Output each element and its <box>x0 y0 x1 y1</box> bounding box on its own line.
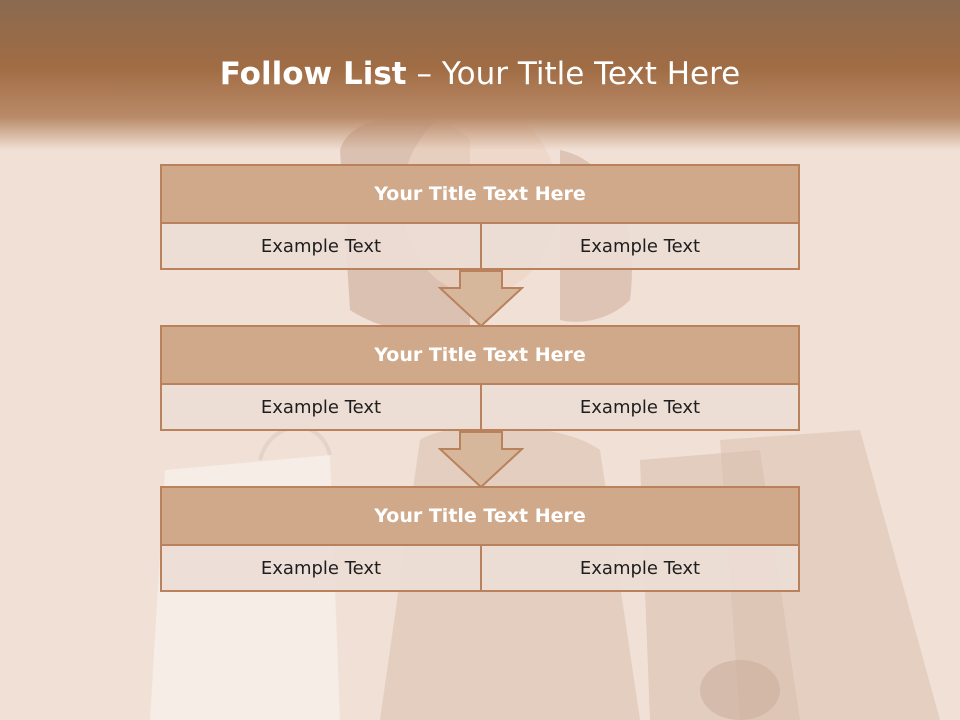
down-arrow-icon <box>438 431 524 489</box>
slide-title-bold: Follow List <box>219 56 407 92</box>
block-cell-right: Example Text <box>482 546 798 590</box>
slide-title-rest: – Your Title Text Here <box>416 56 741 92</box>
block-cell-left: Example Text <box>162 546 482 590</box>
block-cell-left: Example Text <box>162 385 482 429</box>
block-title: Your Title Text Here <box>162 488 798 546</box>
down-arrow-icon <box>438 270 524 328</box>
block-cell-left: Example Text <box>162 224 482 268</box>
list-block-3: Your Title Text Here Example Text Exampl… <box>160 486 800 592</box>
block-title: Your Title Text Here <box>162 166 798 224</box>
block-title: Your Title Text Here <box>162 327 798 385</box>
block-cell-right: Example Text <box>482 224 798 268</box>
list-block-2: Your Title Text Here Example Text Exampl… <box>160 325 800 431</box>
block-cell-right: Example Text <box>482 385 798 429</box>
title-banner <box>0 0 960 150</box>
list-block-1: Your Title Text Here Example Text Exampl… <box>160 164 800 270</box>
slide-title: Follow List – Your Title Text Here <box>0 56 960 92</box>
